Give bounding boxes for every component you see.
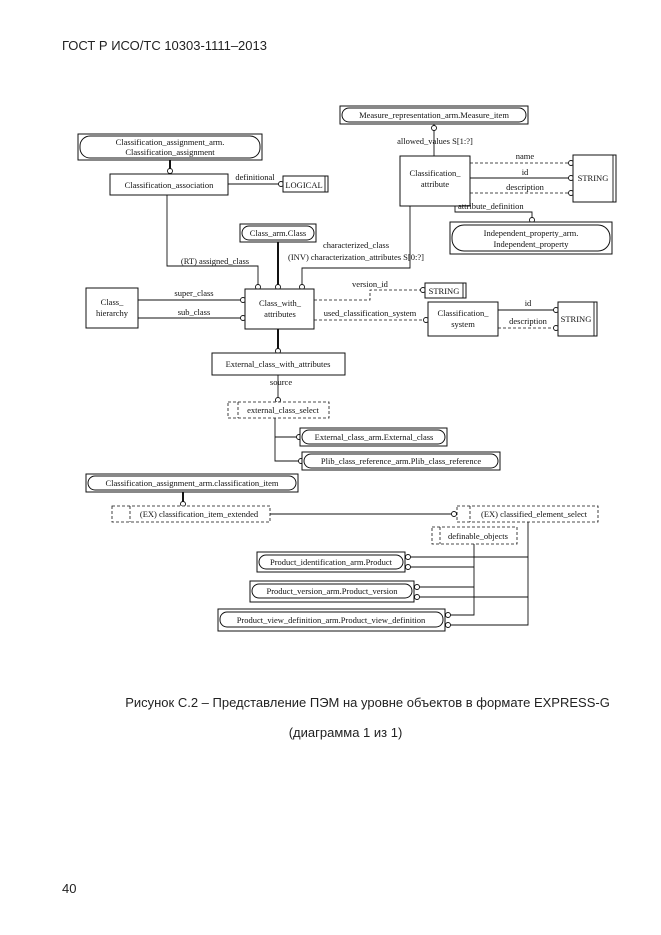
entity-label: Product_version_arm.Product_version (266, 586, 398, 596)
relation-label: sub_class (178, 307, 211, 317)
entity-external-class-with-attributes: External_class_with_attributes (211, 352, 346, 376)
relationship-lines (138, 124, 570, 626)
relation-label: id (522, 167, 529, 177)
figure-caption: Рисунок С.2 – Представление ПЭМ на уровн… (125, 695, 610, 710)
entity-classification-item: Classification_assignment_arm.classifica… (85, 473, 299, 493)
entity-label: definable_objects (448, 531, 508, 541)
entity-label: Product_view_definition_arm.Product_view… (237, 615, 426, 625)
relation-label: source (270, 377, 292, 387)
type-string-3: STRING (557, 301, 598, 337)
select-classified-element-select: (EX) classified_element_select (456, 505, 599, 523)
relationship-labels: allowed_values S[1:?] definitional name … (174, 136, 547, 387)
type-string-1: STRING (572, 154, 617, 203)
entity-label: system (451, 319, 475, 329)
entity-label: attributes (264, 309, 296, 319)
entity-label: External_class_arm.External_class (315, 432, 434, 442)
relation-label: description (509, 316, 548, 326)
entity-classification-system: Classification_ system (427, 301, 499, 337)
relation-label: characterized_class (323, 240, 389, 250)
relation-label: allowed_values S[1:?] (397, 136, 473, 146)
entity-label: Classification_ (410, 168, 462, 178)
entity-label: hierarchy (96, 308, 129, 318)
entity-classification-attribute: Classification_ attribute (399, 155, 471, 207)
entity-measure-item: Measure_representation_arm.Measure_item (339, 105, 529, 125)
entity-classification-association: Classification_association (109, 173, 229, 196)
entity-class-hierarchy: Class_ hierarchy (85, 287, 139, 329)
entity-label: Measure_representation_arm.Measure_item (359, 110, 509, 120)
select-classification-item-extended: (EX) classification_item_extended (111, 505, 271, 523)
entity-label: Product_identification_arm.Product (270, 557, 393, 567)
entity-label: Class_with_ (259, 298, 302, 308)
entity-label: STRING (429, 286, 460, 296)
relation-label: (INV) characterization_attributes S[0:?] (288, 252, 424, 262)
entity-label: Class_arm.Class (250, 228, 306, 238)
entity-plib-class-reference: Plib_class_reference_arm.Plib_class_refe… (301, 451, 501, 471)
relation-label: name (516, 151, 535, 161)
select-external-class-select: external_class_select (227, 401, 330, 419)
entity-label: external_class_select (247, 405, 319, 415)
entity-product-view-definition: Product_view_definition_arm.Product_view… (217, 608, 446, 632)
relation-label: id (525, 298, 532, 308)
relation-label: (RT) assigned_class (181, 256, 249, 266)
type-string-2: STRING (424, 282, 467, 299)
document-header: ГОСТ Р ИСО/ТС 10303-1111–2013 (62, 38, 267, 53)
entity-product: Product_identification_arm.Product (256, 551, 406, 573)
entity-class-arm-class: Class_arm.Class (239, 223, 317, 243)
entity-product-version: Product_version_arm.Product_version (249, 580, 415, 603)
relation-label: definitional (235, 172, 275, 182)
entity-label: (EX) classification_item_extended (140, 509, 259, 519)
entity-label: Classification_assignment_arm. (116, 137, 225, 147)
entity-label: Classification_assignment_arm.classifica… (105, 478, 278, 488)
entity-label: STRING (561, 314, 592, 324)
page-number: 40 (62, 881, 77, 896)
figure-caption-subtitle: (диаграмма 1 из 1) (288, 725, 403, 740)
entity-label: LOGICAL (285, 180, 322, 190)
entity-classification-assignment: Classification_assignment_arm. Classific… (77, 133, 263, 161)
entity-label: attribute (421, 179, 450, 189)
entity-label: Independent_property_arm. (484, 228, 579, 238)
entity-label: Classification_assignment (125, 147, 215, 157)
entity-label: Classification_association (125, 180, 215, 190)
select-definable-objects: definable_objects (431, 526, 518, 545)
entity-label: Independent_property (493, 239, 569, 249)
entity-class-with-attributes: Class_with_ attributes (244, 288, 315, 330)
entity-independent-property: Independent_property_arm. Independent_pr… (449, 221, 613, 255)
entity-label: STRING (578, 173, 609, 183)
type-logical: LOGICAL (282, 175, 329, 193)
entity-label: Classification_ (438, 308, 490, 318)
relation-label: attribute_definition (458, 201, 524, 211)
entity-label: External_class_with_attributes (226, 359, 331, 369)
relation-label: super_class (174, 288, 213, 298)
relation-label: used_classification_system (324, 308, 417, 318)
relation-label: description (506, 182, 545, 192)
entity-label: (EX) classified_element_select (481, 509, 588, 519)
entity-label: Plib_class_reference_arm.Plib_class_refe… (321, 456, 481, 466)
entity-external-class: External_class_arm.External_class (299, 427, 448, 447)
relation-label: version_id (352, 279, 389, 289)
entity-label: Class_ (101, 297, 124, 307)
